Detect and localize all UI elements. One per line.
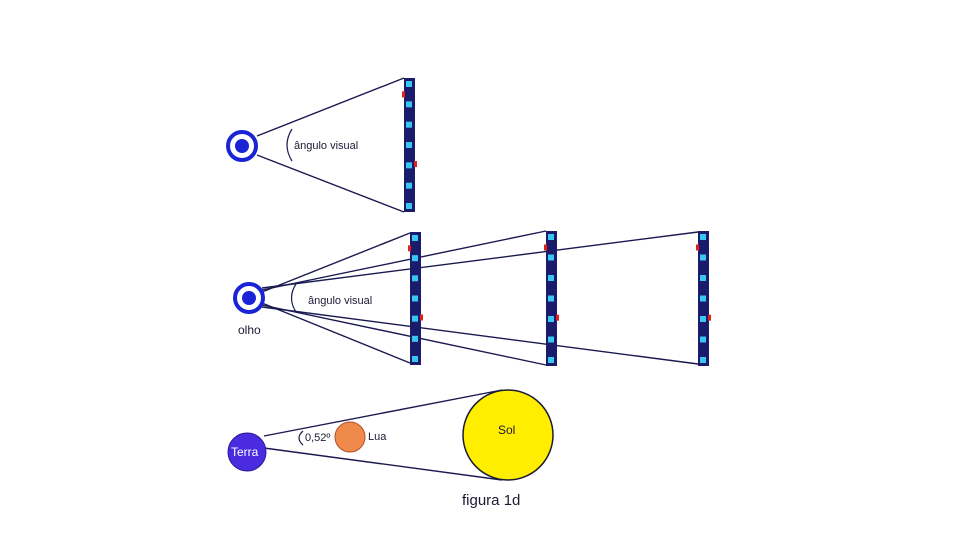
- sun-icon: [462, 389, 554, 481]
- visual-angle-label-top: ângulo visual: [294, 140, 358, 152]
- figure-caption: figura 1d: [462, 492, 520, 509]
- top-rays: [256, 77, 405, 213]
- panel-top: [402, 78, 417, 212]
- panel-near: [408, 232, 423, 365]
- moon-label: Lua: [368, 431, 387, 443]
- eye-label: olho: [238, 323, 261, 337]
- middle-rays: [261, 230, 699, 366]
- eye-icon: [233, 282, 265, 314]
- moon-icon: [334, 421, 366, 453]
- earth-icon: [227, 432, 267, 472]
- sun-rays: [263, 389, 503, 481]
- sun-label: Sol: [498, 423, 515, 437]
- bottom-section: Terra 0,52º Lua Sol figura 1d: [227, 389, 554, 509]
- top-section: ângulo visual: [226, 77, 417, 213]
- visual-angle-label-middle: ângulo visual: [308, 295, 372, 307]
- middle-section: ângulo visual olho: [233, 230, 711, 366]
- eye-icon: [226, 130, 258, 162]
- angle-value-label: 0,52º: [305, 432, 330, 444]
- earth-label: Terra: [231, 445, 259, 459]
- panel-far: [696, 231, 711, 366]
- panel-mid: [544, 231, 559, 366]
